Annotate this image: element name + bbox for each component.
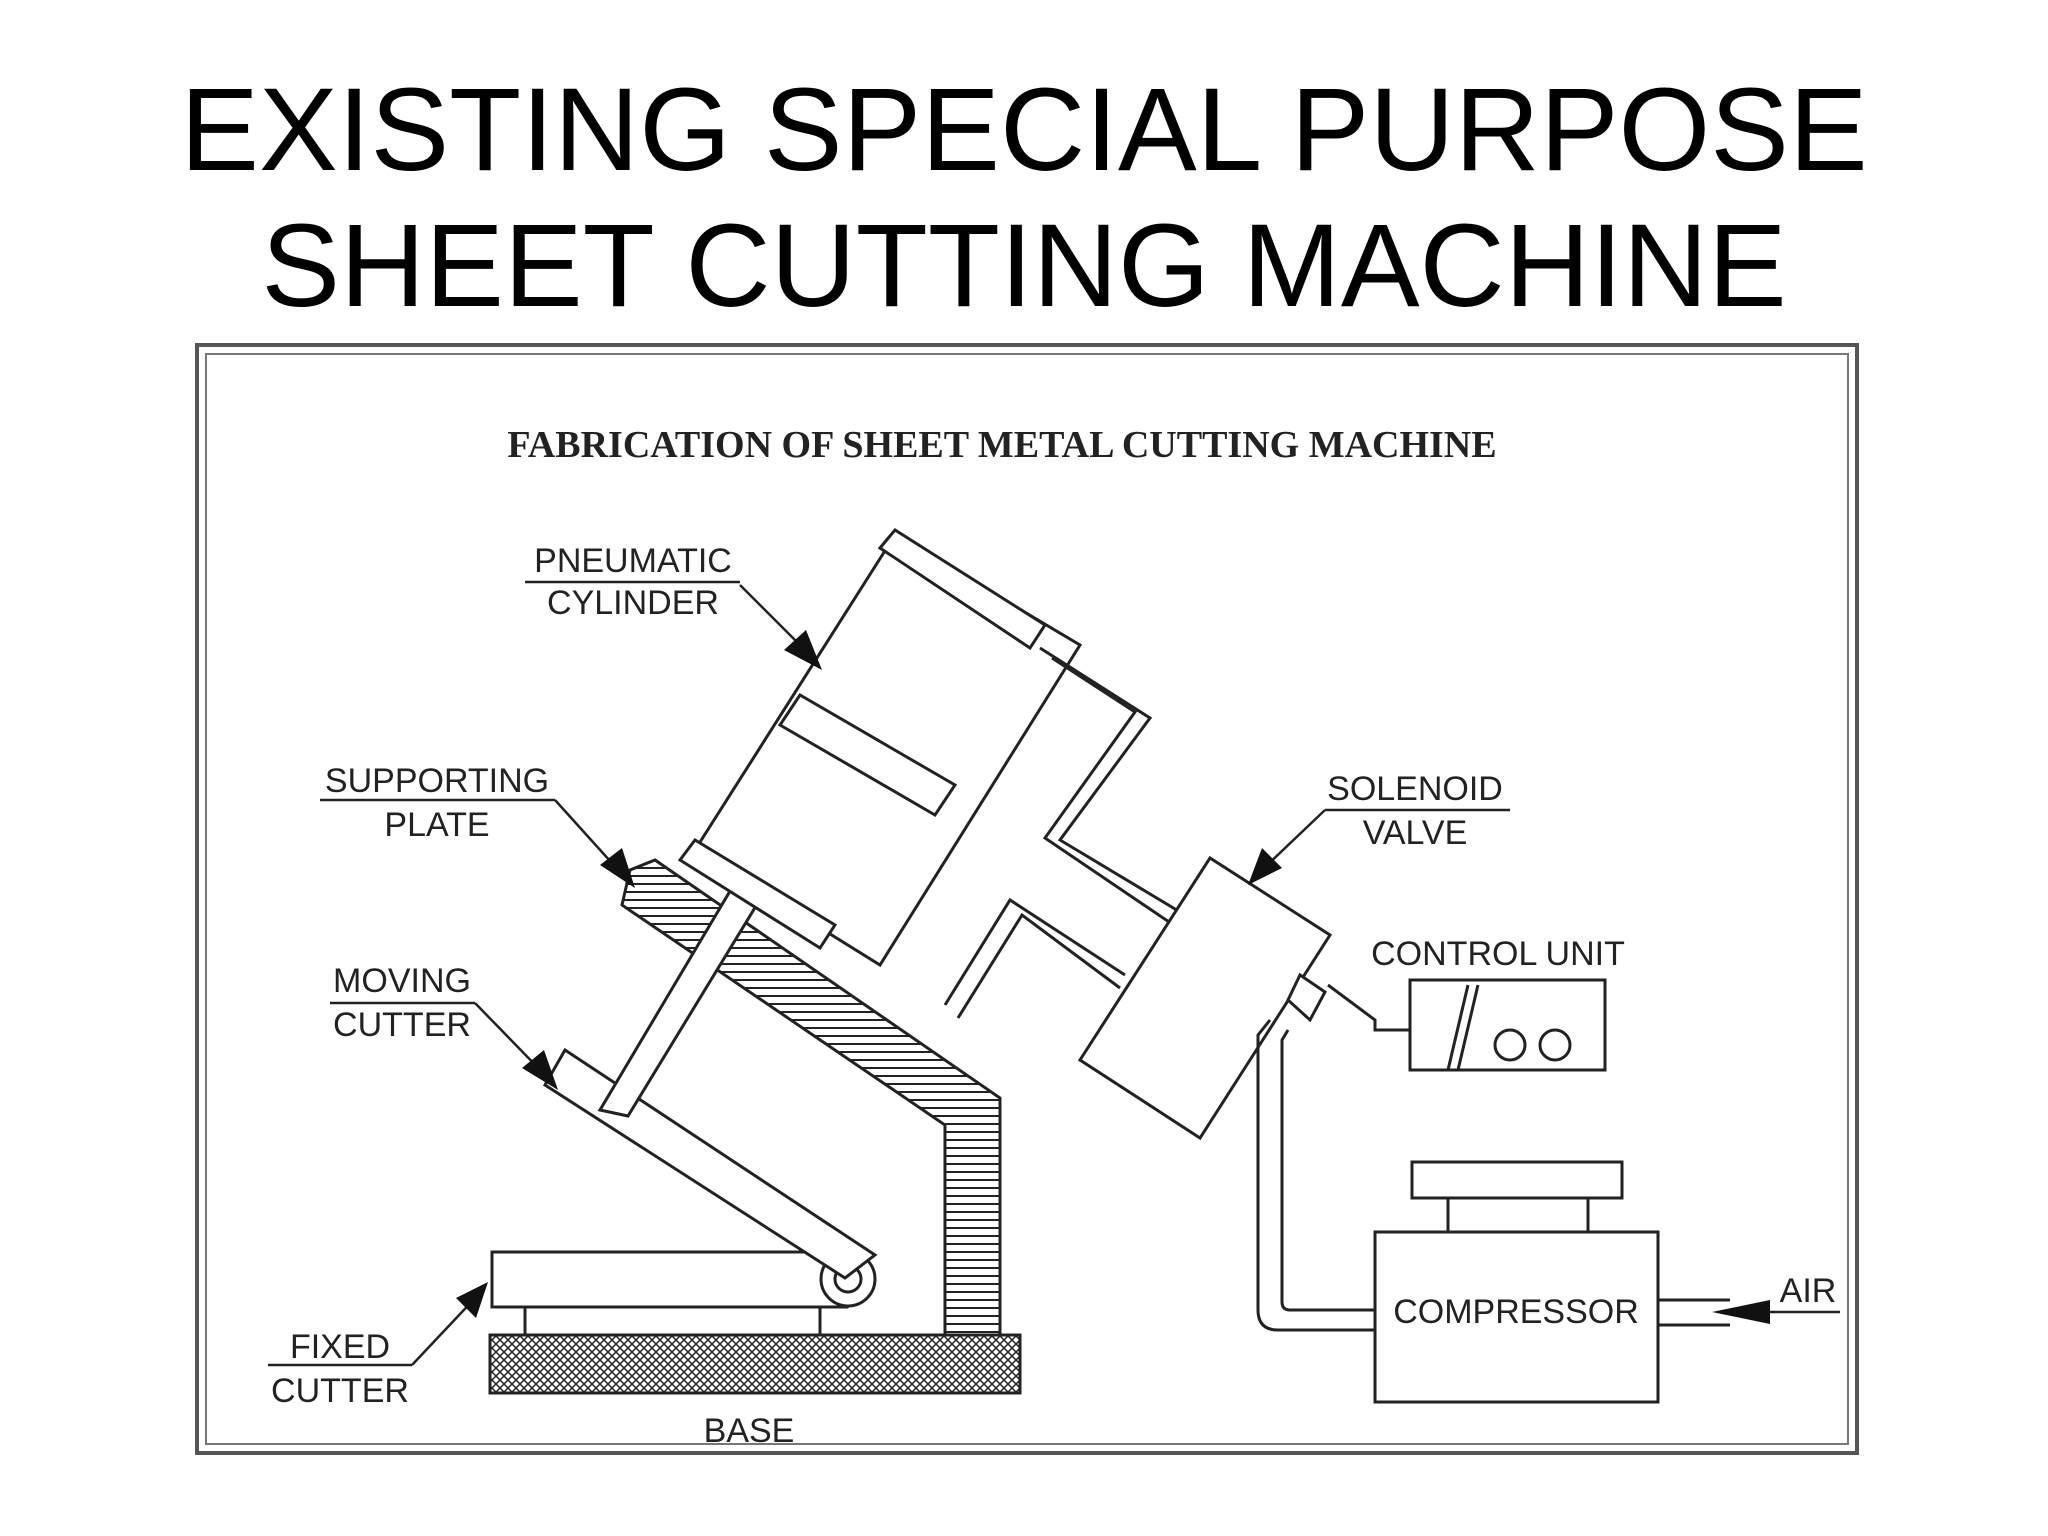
arrow-solenoid-valve: [1248, 848, 1282, 885]
arrow-supporting-plate: [600, 848, 635, 888]
label-moving-1: MOVING: [333, 962, 471, 1000]
arrow-pneumatic: [784, 630, 822, 670]
upper-air-hose-inner: [1042, 656, 1176, 928]
arrow-air: [1712, 1300, 1770, 1324]
compressor: [1373, 1230, 1660, 1404]
cylinder-piston: [777, 692, 958, 818]
upper-air-hose: [1039, 646, 1186, 917]
supply-hose-outer: [1256, 1019, 1375, 1332]
arrow-fixed-cutter: [456, 1282, 488, 1318]
label-compressor: COMPRESSOR: [1393, 1293, 1639, 1331]
compressor-top: [1410, 1160, 1624, 1200]
arrow-moving-cutter: [522, 1050, 558, 1090]
diagram-inner-border: [205, 353, 1849, 1445]
control-unit-knob-left: [1493, 1028, 1527, 1062]
compressor-neck: [1446, 1196, 1590, 1234]
label-fixed-2: CUTTER: [271, 1372, 409, 1410]
control-unit-switch-2: [1456, 984, 1480, 1071]
control-unit-knob-right: [1538, 1028, 1572, 1062]
label-solenoid-2: VALVE: [1363, 814, 1468, 852]
valve-connector: [1286, 972, 1327, 1023]
label-supporting-1: SUPPORTING: [325, 762, 549, 800]
title-line-2: SHEET CUTTING MACHINE: [261, 200, 1787, 332]
control-cable: [1327, 983, 1410, 1032]
label-solenoid-1: SOLENOID: [1327, 770, 1503, 808]
diagram-frame: [195, 343, 1859, 1455]
label-base: BASE: [704, 1412, 795, 1450]
label-fixed-1: FIXED: [290, 1328, 390, 1366]
cylinder-cap: [877, 528, 1048, 651]
supporting-plate: [620, 858, 1002, 1337]
base: [488, 1333, 1022, 1395]
label-supporting-2: PLATE: [384, 806, 489, 844]
title-line-1: EXISTING SPECIAL PURPOSE: [180, 64, 1868, 196]
label-pneumatic-1: PNEUMATIC: [534, 542, 732, 580]
lower-air-hose: [943, 897, 1126, 1006]
label-control-unit: CONTROL UNIT: [1371, 935, 1625, 973]
label-pneumatic-2: CYLINDER: [547, 584, 719, 622]
diagram-heading: FABRICATION OF SHEET METAL CUTTING MACHI…: [507, 424, 1496, 466]
supply-hose-inner: [1280, 1029, 1375, 1312]
cylinder-bottom-flange: [677, 838, 838, 951]
slide-title: EXISTING SPECIAL PURPOSE SHEET CUTTING M…: [0, 62, 2048, 334]
solenoid-valve: [1077, 855, 1333, 1141]
fixed-cutter: [490, 1250, 849, 1309]
lower-air-hose-inner: [956, 912, 1121, 1019]
moving-cutter: [542, 1047, 878, 1280]
label-moving-2: CUTTER: [333, 1006, 471, 1044]
control-unit-switch-1: [1446, 984, 1470, 1071]
label-air: AIR: [1780, 1272, 1837, 1310]
